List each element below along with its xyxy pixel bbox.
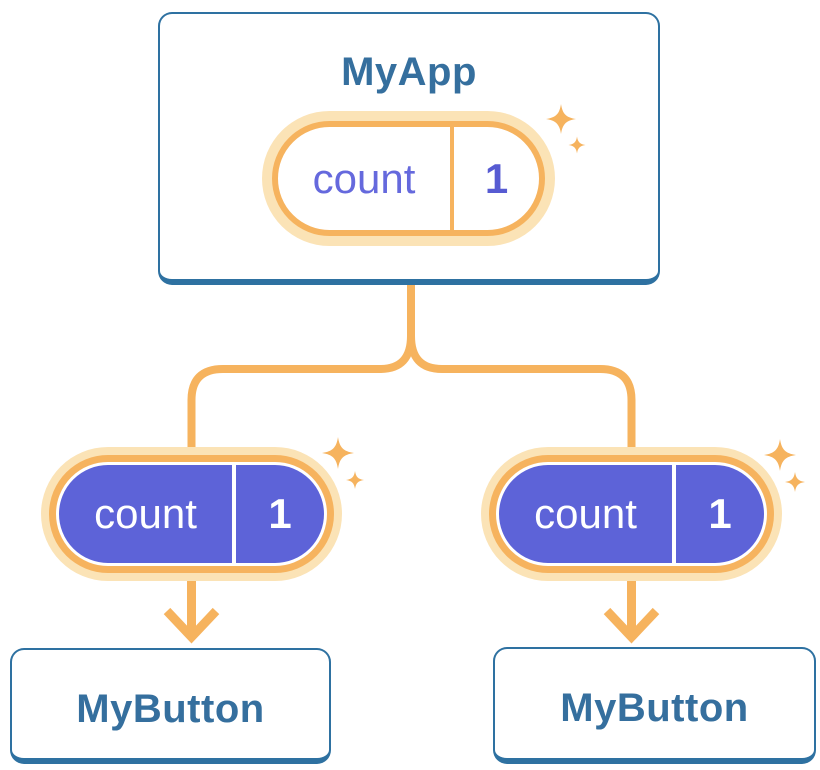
component-title: MyApp: [341, 50, 477, 94]
sparkle-icon: [764, 439, 805, 492]
prop-value-badge: 1: [708, 490, 732, 537]
state-name-label: count: [278, 127, 454, 230]
prop-value-badge: 1: [268, 490, 292, 537]
sparkle-icon: [546, 104, 586, 154]
component-node-mybutton-left: MyButton: [10, 648, 331, 764]
arrow-head-left-icon: [163, 607, 220, 644]
state-value-badge: 1: [484, 154, 509, 202]
state-pill-root: count 1: [272, 121, 545, 236]
branch-line-right: [407, 284, 636, 458]
branch-line-left: [187, 284, 415, 458]
sparkle-icon: [322, 437, 364, 489]
component-title: MyButton: [76, 686, 265, 731]
prop-name-label: count: [499, 465, 676, 563]
arrow-head-right-icon: [603, 607, 660, 644]
prop-pill-left: count 1: [56, 462, 327, 566]
component-node-mybutton-right: MyButton: [493, 647, 816, 764]
prop-pill-right: count 1: [496, 462, 767, 566]
prop-name-label: count: [59, 465, 236, 563]
component-title: MyButton: [560, 686, 749, 730]
